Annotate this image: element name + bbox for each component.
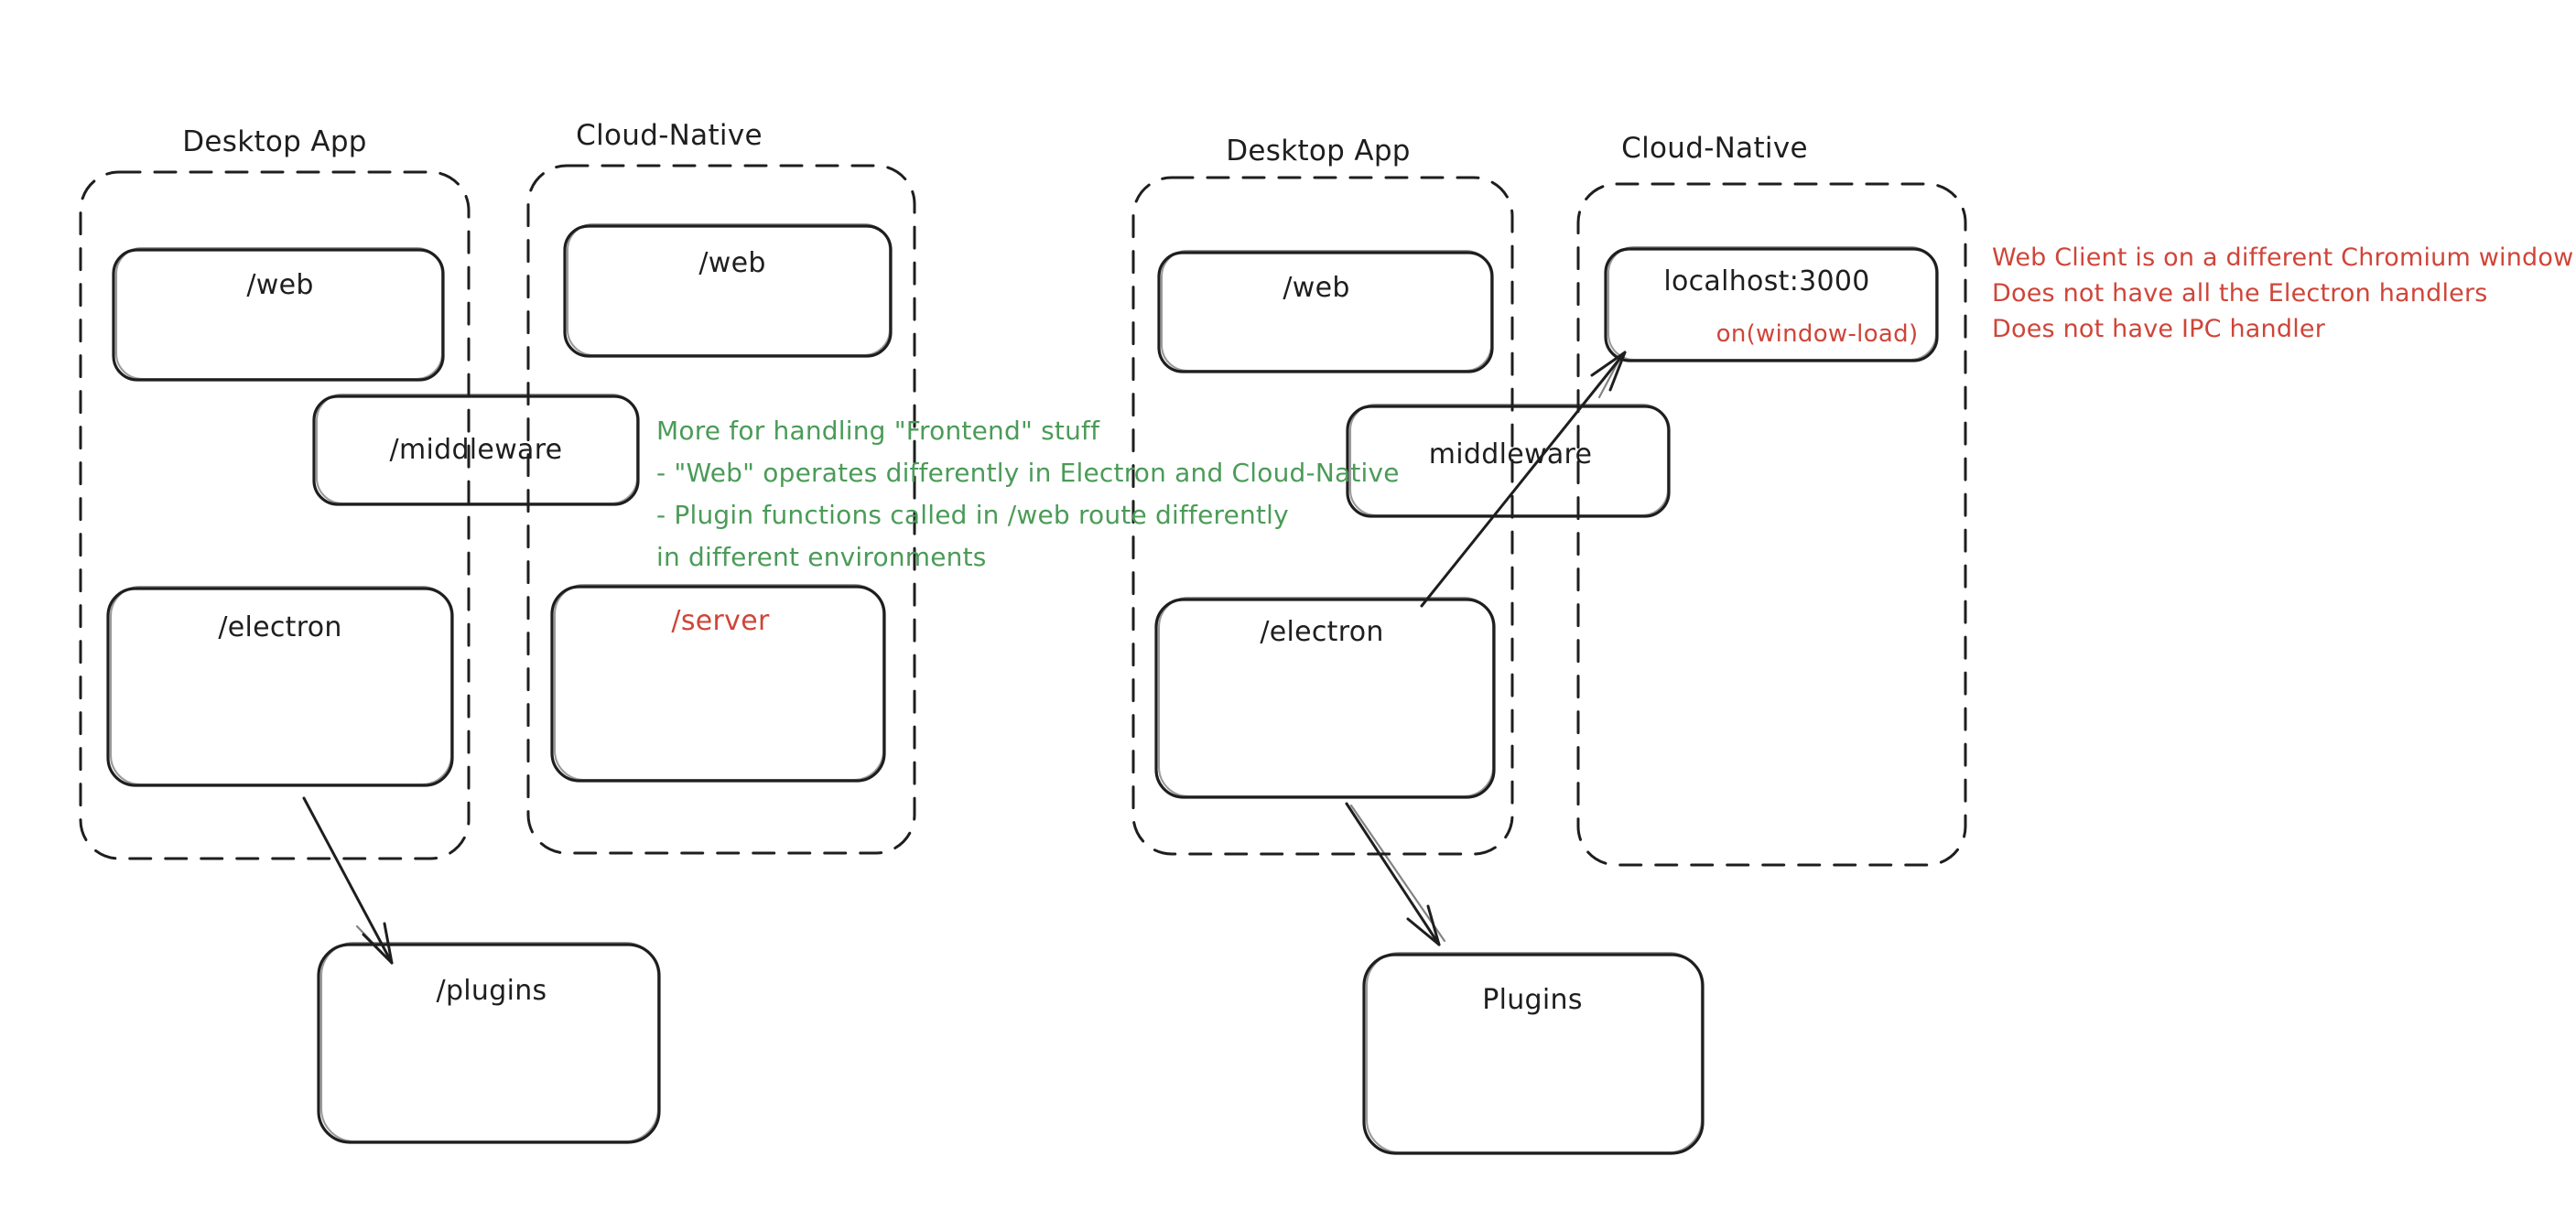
box-plugins-left[interactable] — [317, 941, 661, 1144]
label-middleware-right[interactable]: middleware — [1428, 438, 1593, 470]
container-cloud-native-left[interactable] — [526, 164, 916, 855]
box-middleware-left[interactable] — [312, 393, 640, 506]
box-web-cloud-left[interactable] — [563, 222, 893, 358]
group-label-cloud-native-left[interactable]: Cloud-Native — [576, 119, 763, 153]
annotation-green-middleware[interactable]: More for handling "Frontend" stuff - "We… — [656, 410, 1400, 578]
container-desktop-app-left[interactable] — [79, 170, 471, 860]
box-web-desktop-left[interactable] — [112, 246, 445, 382]
label-localhost-3000[interactable]: localhost:3000 — [1663, 265, 1870, 297]
annotation-red-line-3: Does not have IPC handler — [1992, 315, 2326, 343]
annotation-red-web-client[interactable]: Web Client is on a different Chromium wi… — [1992, 240, 2573, 347]
box-server-left[interactable] — [550, 583, 886, 783]
arrow-electron-right-to-localhost[interactable] — [1420, 351, 1627, 608]
box-electron-right[interactable] — [1154, 596, 1496, 799]
annotation-green-line-2: - "Web" operates differently in Electron… — [656, 458, 1400, 488]
label-plugins-right[interactable]: Plugins — [1482, 983, 1583, 1016]
box-middleware-right[interactable] — [1346, 403, 1671, 518]
label-server[interactable]: /server — [671, 604, 770, 637]
group-label-desktop-app-left[interactable]: Desktop App — [182, 125, 367, 159]
label-web-cloud-left[interactable]: /web — [698, 246, 766, 279]
group-label-cloud-native-right[interactable]: Cloud-Native — [1621, 132, 1808, 166]
box-plugins-right[interactable] — [1362, 951, 1705, 1155]
arrow-electron-right-to-plugins[interactable] — [1345, 802, 1446, 946]
annotation-green-line-3: - Plugin functions called in /web route … — [656, 500, 1289, 530]
box-web-right[interactable] — [1157, 249, 1494, 373]
label-electron-left[interactable]: /electron — [218, 611, 342, 643]
label-middleware-left[interactable]: /middleware — [389, 433, 563, 466]
box-localhost-3000[interactable] — [1604, 245, 1939, 362]
annotation-red-line-2: Does not have all the Electron handlers — [1992, 279, 2488, 308]
box-electron-left[interactable] — [106, 585, 454, 787]
label-web-desktop-left[interactable]: /web — [246, 268, 314, 301]
annotation-green-line-4: in different environments — [656, 542, 987, 572]
group-label-desktop-app-right[interactable]: Desktop App — [1226, 135, 1411, 168]
label-plugins-left[interactable]: /plugins — [436, 974, 547, 1007]
annotation-green-line-1: More for handling "Frontend" stuff — [656, 416, 1100, 446]
container-cloud-native-right[interactable] — [1576, 182, 1967, 867]
label-on-window-load[interactable]: on(window-load) — [1716, 320, 1919, 349]
label-electron-right[interactable]: /electron — [1260, 615, 1384, 648]
annotation-red-line-1: Web Client is on a different Chromium wi… — [1992, 243, 2574, 272]
arrow-electron-left-to-plugins[interactable] — [302, 796, 394, 965]
label-web-right[interactable]: /web — [1283, 271, 1350, 304]
